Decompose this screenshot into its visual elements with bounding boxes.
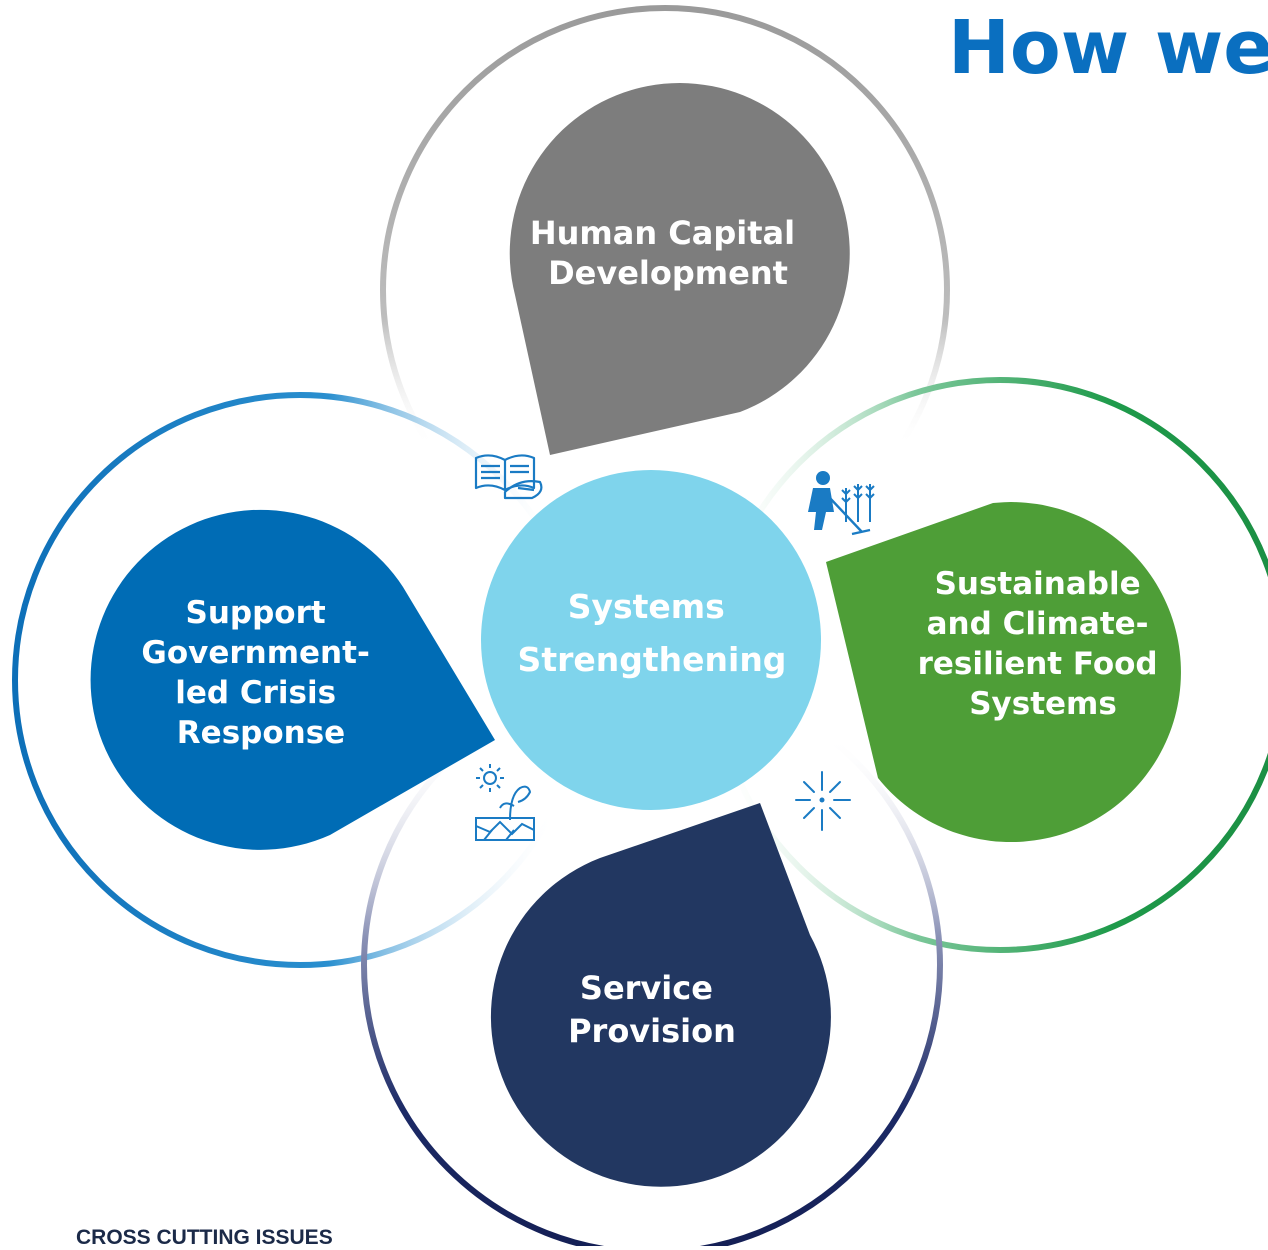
petal-right — [826, 502, 1181, 843]
cross-cutting-label: CROSS CUTTING ISSUES — [76, 1226, 333, 1249]
petal-left — [90, 509, 495, 850]
center-circle — [481, 470, 821, 810]
label-right: Sustainable and Climate- resilient Food … — [918, 566, 1169, 722]
book-icon — [474, 454, 543, 500]
label-top: Human Capital Development — [530, 214, 806, 292]
label-center: Systems Strengthening — [518, 587, 787, 679]
petal-bottom — [490, 803, 831, 1187]
label-left: Support Government- led Crisis Response — [141, 595, 380, 751]
farmer-icon — [808, 471, 875, 536]
sun-plant-icon — [475, 764, 535, 841]
label-bottom: Service Provision — [568, 969, 736, 1050]
petal-top — [509, 83, 850, 455]
page-heading: How we — [948, 5, 1268, 91]
sparkle-icon — [795, 771, 851, 831]
